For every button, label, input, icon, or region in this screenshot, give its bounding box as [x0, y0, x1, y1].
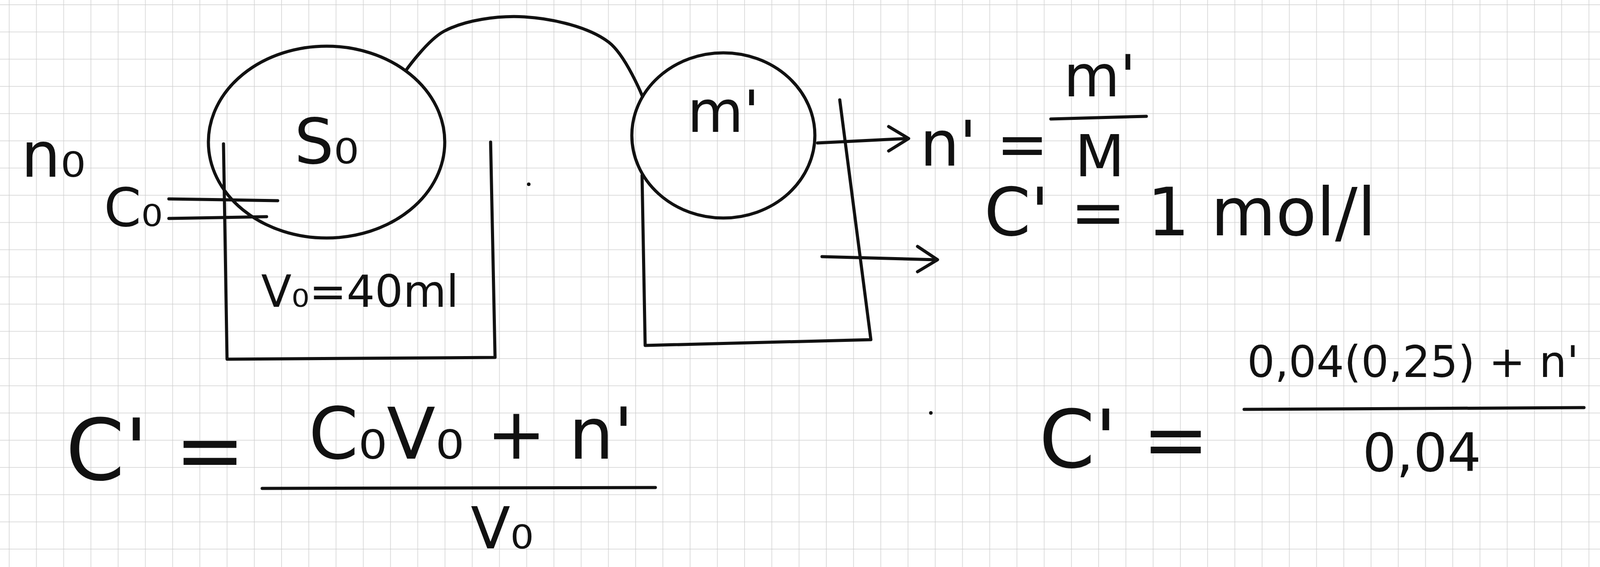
pour-arc	[405, 16, 643, 97]
moles-label: n₀	[21, 124, 86, 187]
arrow-line	[817, 138, 907, 144]
formula-numerator: C₀V₀ + n'	[308, 399, 634, 471]
node-outline	[220, 142, 499, 363]
formula-numerator: m'	[1063, 47, 1136, 106]
circle-outline	[631, 52, 815, 219]
arrow-head	[917, 246, 938, 272]
formula-denominator: 0,04	[1362, 426, 1481, 480]
arrow-head	[888, 126, 909, 152]
concentration-value: C' = 1 mol/l	[984, 179, 1377, 246]
node-text: S₀	[294, 111, 360, 174]
solution-circle: S₀	[206, 44, 447, 240]
arrow-line	[821, 256, 936, 260]
formula-lhs: C' =	[65, 408, 246, 494]
circle-outline	[208, 46, 445, 239]
pen-dot	[526, 182, 531, 187]
formula-denominator: V₀	[470, 499, 534, 558]
beaker-box: V₀=40ml	[220, 142, 499, 363]
formula-lhs: C' =	[1038, 399, 1209, 480]
solid-circle: m'	[630, 51, 817, 220]
formula-numerator: 0,04(0,25) + n'	[1247, 340, 1579, 384]
concentration-label: C₀	[103, 181, 163, 235]
formula-denominator: M	[1074, 127, 1125, 186]
pen-dot	[929, 411, 933, 415]
fraction-bar	[1244, 407, 1585, 410]
connector-line	[405, 16, 643, 97]
fraction-bar	[1050, 116, 1147, 120]
node-text: V₀=40ml	[261, 269, 459, 315]
node-text: m'	[687, 83, 760, 141]
formula-lhs: n' =	[919, 113, 1049, 176]
beaker-outline	[223, 142, 495, 360]
fraction-bar	[262, 487, 656, 489]
